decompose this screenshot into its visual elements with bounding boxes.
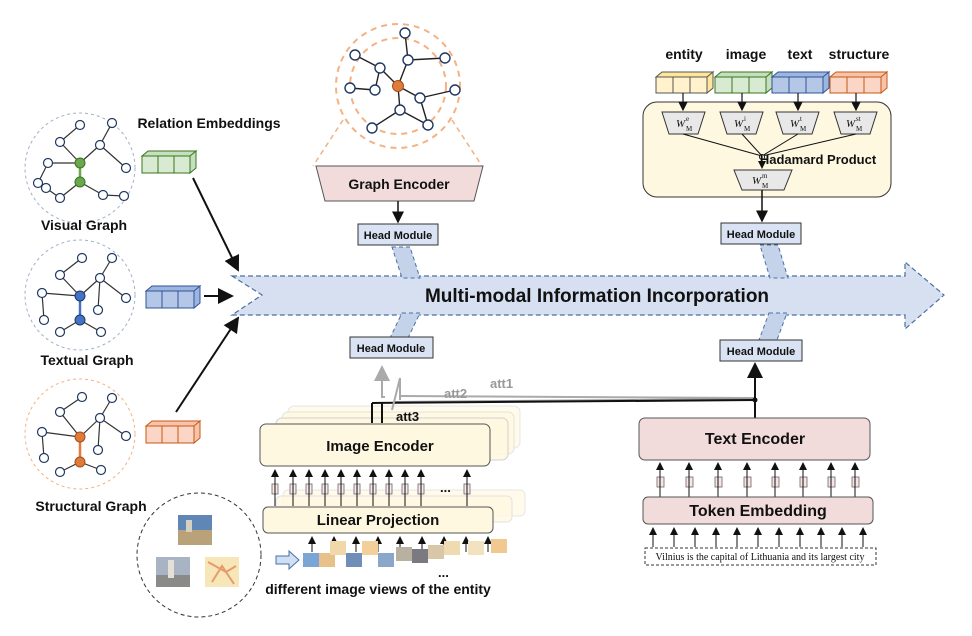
svg-text:st: st — [856, 115, 861, 123]
text-embedding — [770, 70, 831, 95]
multimodal-arrow — [229, 260, 945, 331]
head-module-text — [719, 339, 803, 362]
image-patches — [303, 539, 507, 567]
relation-embedding-visual — [140, 149, 198, 175]
head-module-multi — [720, 222, 802, 245]
graph-encoder-label: Graph Encoder — [348, 176, 450, 192]
svg-text:W: W — [734, 118, 744, 130]
image-token-ellipsis: ... — [440, 480, 451, 495]
textual-graph — [24, 239, 136, 351]
head-module-image-label: Head Module — [357, 343, 425, 355]
svg-text:M: M — [762, 182, 769, 190]
sentence-text: Vilnius is the capital of Lithuania and … — [656, 552, 865, 563]
graph-encoder-zoom — [312, 23, 483, 167]
relation-embedding-textual — [144, 284, 202, 310]
thumbnail-city — [178, 515, 212, 545]
head-module-image — [349, 336, 434, 359]
text-encoder-box — [638, 417, 871, 461]
linear-projection-label: Linear Projection — [317, 512, 440, 529]
image-views-label: different image views of the entity — [265, 581, 491, 597]
svg-text:t: t — [800, 115, 802, 123]
textual-graph-label: Textual Graph — [40, 352, 133, 368]
col-structure-label: structure — [829, 46, 890, 62]
image-encoder-label: Image Encoder — [326, 438, 434, 455]
text-token-stubs — [656, 476, 860, 488]
attention-lines — [371, 362, 763, 423]
structural-graph — [24, 378, 136, 490]
structural-graph-label: Structural Graph — [35, 498, 146, 514]
head-module-text-label: Head Module — [727, 346, 795, 358]
fusion-panel — [642, 101, 892, 198]
graph-encoder-box — [315, 165, 484, 202]
entity-embedding — [654, 70, 715, 95]
svg-text:W: W — [752, 175, 762, 187]
svg-text:W: W — [790, 118, 800, 130]
head-module-graph-label: Head Module — [364, 230, 432, 242]
att2-label: att2 — [444, 386, 467, 401]
svg-text:M: M — [856, 125, 863, 133]
multimodal-label: Multi-modal Information Incorporation — [425, 286, 769, 307]
text-encoder-label: Text Encoder — [705, 431, 805, 448]
hadamard-label: Hadamard Product — [760, 152, 877, 167]
att1-label: att1 — [490, 376, 513, 391]
sentence-box — [644, 547, 877, 566]
thumbnail-tower — [156, 557, 190, 587]
col-text-label: text — [788, 46, 813, 62]
token-embedding-label: Token Embedding — [689, 503, 826, 520]
svg-text:m: m — [762, 172, 768, 180]
svg-text:M: M — [686, 125, 693, 133]
weight-boxes — [661, 111, 878, 191]
image-patch-ellipsis: ... — [438, 565, 449, 580]
svg-text:i: i — [744, 115, 746, 123]
svg-text:W: W — [676, 118, 686, 130]
head-module-multi-label: Head Module — [727, 229, 795, 241]
svg-text:M: M — [800, 125, 807, 133]
att3-label: att3 — [396, 409, 419, 424]
visual-graph-label: Visual Graph — [41, 217, 127, 233]
image-encoder-box — [259, 423, 491, 467]
svg-text:e: e — [686, 115, 689, 123]
col-image-label: image — [726, 46, 767, 62]
svg-text:M: M — [744, 125, 751, 133]
views-arrow — [275, 549, 300, 571]
relation-embeddings-label: Relation Embeddings — [137, 115, 280, 131]
thumbnail-map — [205, 557, 239, 587]
svg-text:W: W — [846, 118, 856, 130]
hadamard-node — [759, 154, 765, 160]
structure-embedding — [828, 70, 889, 95]
token-embedding-box — [642, 496, 874, 525]
linear-projection-box — [262, 506, 494, 534]
col-entity-label: entity — [665, 46, 703, 62]
image-embedding — [713, 70, 774, 95]
relation-embedding-structural — [144, 419, 202, 445]
image-views-circle — [136, 492, 262, 618]
head-module-graph — [357, 223, 439, 246]
visual-graph — [24, 112, 136, 224]
